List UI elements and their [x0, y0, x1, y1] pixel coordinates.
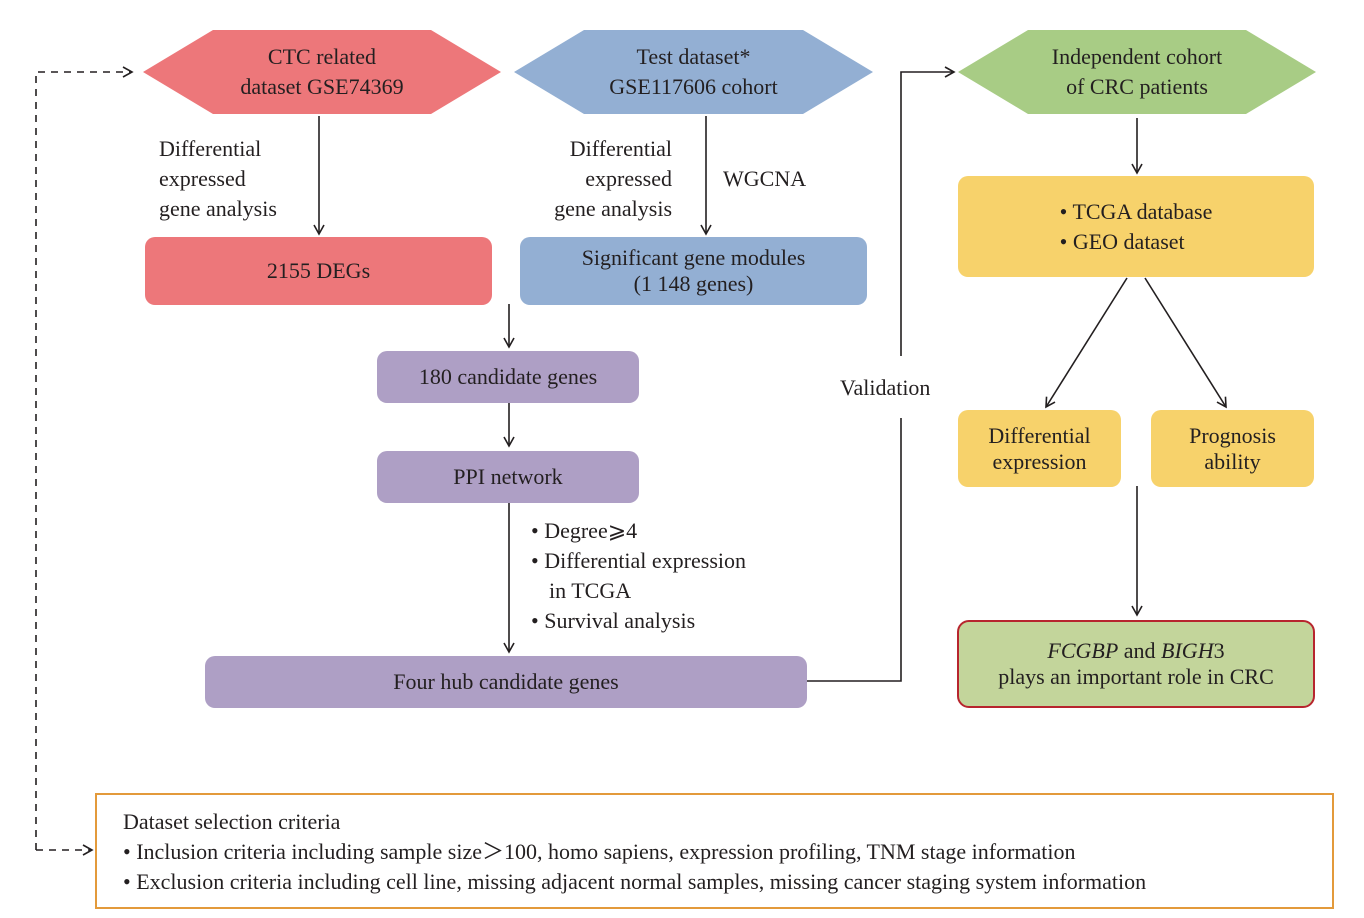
- conclusion-line2: plays an important role in CRC: [998, 664, 1274, 689]
- conclusion-and: and: [1118, 638, 1162, 663]
- ctc-dataset-line2: dataset GSE74369: [240, 74, 404, 99]
- test-dataset-node: Test dataset* GSE117606 cohort: [514, 30, 873, 114]
- independent-cohort-line1: Independent cohort: [1051, 44, 1223, 69]
- prognosis-line1: Prognosis: [1189, 422, 1276, 448]
- ppi-network-box: PPI network: [377, 451, 639, 503]
- dea-right-line2: expressed: [585, 166, 672, 191]
- dea-right-label: Differential expressed gene analysis: [530, 134, 672, 224]
- candidate-genes-text: 180 candidate genes: [418, 364, 598, 389]
- dea-left-label: Differential expressed gene analysis: [159, 134, 277, 224]
- candidate-genes-box: 180 candidate genes: [377, 351, 639, 403]
- differential-expression-line2: expression: [992, 448, 1087, 474]
- conclusion-box: FCGBP and BIGH3 plays an important role …: [957, 620, 1315, 708]
- arrow-databases-to-expression: [1045, 277, 1128, 409]
- hub-genes-box: Four hub candidate genes: [205, 656, 807, 708]
- degs-text: 2155 DEGs: [266, 258, 371, 283]
- filter-survival-analysis: • Survival analysis: [531, 608, 696, 633]
- ctc-dataset-line1: CTC related: [267, 44, 377, 69]
- inclusion-criteria: • Inclusion criteria including sample si…: [123, 839, 1076, 864]
- dataset-selection-criteria-box: Dataset selection criteria • Inclusion c…: [95, 793, 1334, 909]
- criteria-title: Dataset selection criteria: [123, 809, 341, 834]
- independent-cohort-node: Independent cohort of CRC patients: [958, 30, 1316, 114]
- hub-genes-text: Four hub candidate genes: [393, 669, 619, 694]
- ctc-dataset-hexagon: [143, 30, 501, 114]
- filter-differential-expression: • Differential expression: [531, 548, 747, 573]
- gene-modules-line1: Significant gene modules: [581, 245, 806, 270]
- filter-in-tcga: in TCGA: [549, 578, 632, 603]
- differential-expression-line1: Differential: [988, 422, 1091, 448]
- tcga-database-item: • TCGA database: [1059, 198, 1213, 224]
- arrow-databases-to-prognosis: [1144, 277, 1227, 409]
- validation-connector-lower: [807, 418, 902, 682]
- gene-bigh: BIGH: [1161, 638, 1214, 663]
- validation-label: Validation: [840, 375, 931, 400]
- conclusion-line1: FCGBP and BIGH3: [1047, 638, 1224, 664]
- wgcna-label: WGCNA: [723, 166, 807, 191]
- ppi-network-text: PPI network: [453, 464, 563, 489]
- prognosis-line2: ability: [1204, 448, 1261, 474]
- gene-fcgbp: FCGBP: [1047, 638, 1119, 663]
- differential-expression-box: Differential expression: [958, 410, 1121, 487]
- dea-left-line1: Differential: [159, 136, 262, 161]
- independent-cohort-line2: of CRC patients: [1066, 74, 1208, 99]
- filter-criteria-list: • Degree⩾4 • Differential expression in …: [531, 516, 746, 636]
- degs-box: 2155 DEGs: [145, 237, 492, 305]
- gene-modules-box: Significant gene modules (1 148 genes): [520, 237, 867, 305]
- geo-dataset-item: • GEO dataset: [1059, 228, 1185, 254]
- dashed-criteria-connector-top: [35, 66, 134, 850]
- dea-right-line1: Differential: [569, 136, 672, 161]
- dea-left-line2: expressed: [159, 166, 246, 191]
- gene-modules-line2: (1 148 genes): [633, 271, 754, 296]
- test-dataset-line1: Test dataset*: [636, 44, 751, 69]
- exclusion-criteria: • Exclusion criteria including cell line…: [123, 869, 1147, 894]
- gene-bigh-suffix: 3: [1213, 638, 1225, 663]
- independent-cohort-hexagon: [958, 30, 1316, 114]
- prognosis-box: Prognosis ability: [1151, 410, 1314, 487]
- dea-left-line3: gene analysis: [159, 196, 277, 221]
- test-dataset-line2: GSE117606 cohort: [609, 74, 778, 99]
- validation-connector-upper: [900, 66, 956, 356]
- ctc-dataset-node: CTC related dataset GSE74369: [143, 30, 501, 114]
- test-dataset-hexagon: [514, 30, 873, 114]
- dea-right-line3: gene analysis: [554, 196, 672, 221]
- databases-box: • TCGA database • GEO dataset: [958, 176, 1314, 277]
- filter-degree: • Degree⩾4: [531, 518, 638, 543]
